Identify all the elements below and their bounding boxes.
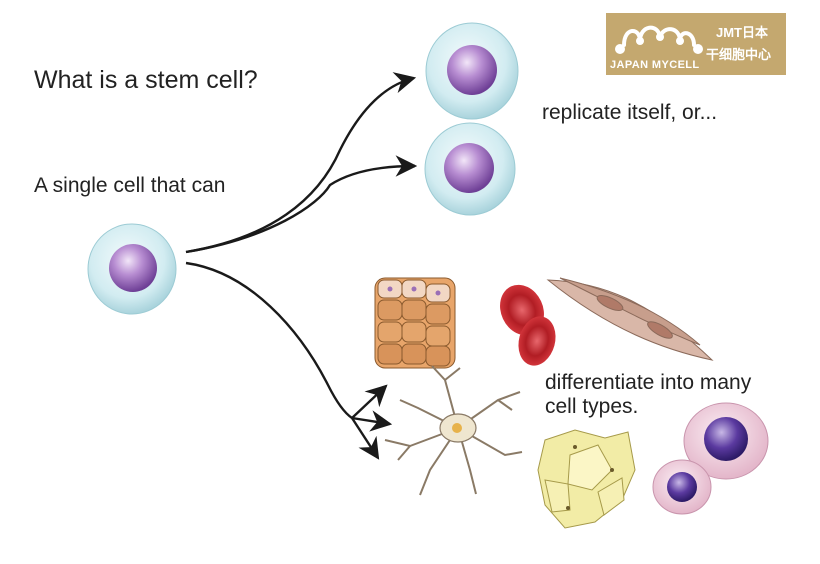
replicated-stem-cell-top — [425, 22, 519, 120]
replicated-stem-cell-bottom — [424, 122, 516, 216]
differentiate-caption-line1: differentiate into many — [545, 371, 752, 394]
japan-mycell-logo: JAPAN MYCELL JMT日本 干细胞中心 — [606, 13, 786, 75]
arrows — [185, 72, 418, 460]
stem-cell-caption: A single cell that can — [34, 174, 226, 197]
logo-cn-line1: JMT日本 — [716, 25, 769, 40]
differentiate-caption: differentiate into many cell types. — [545, 371, 751, 419]
red-blood-cells — [500, 284, 556, 366]
muscle-cells — [546, 277, 714, 361]
arrow-branch-neuron — [351, 410, 393, 432]
source-stem-cell — [87, 223, 177, 315]
logo-cn-line2: 干细胞中心 — [706, 47, 772, 62]
blood-immune-cells — [652, 402, 769, 515]
arrow-branch-tissue — [351, 384, 388, 419]
arrow-to-differentiate — [185, 261, 353, 419]
diagram-question: What is a stem cell? — [34, 66, 258, 94]
arrow-to-replicate-bottom — [185, 155, 418, 254]
logo-brand-text: JAPAN MYCELL — [610, 59, 700, 71]
logo-molecule-icon — [615, 25, 703, 54]
epithelial-tissue — [374, 277, 456, 369]
neuron-cell — [384, 365, 523, 496]
differentiate-caption-line2: cell types. — [545, 395, 639, 418]
fat-cells — [537, 429, 636, 529]
arrow-branch-down — [350, 417, 380, 460]
replicate-caption: replicate itself, or... — [542, 101, 718, 124]
arrow-to-replicate-top — [185, 72, 417, 254]
